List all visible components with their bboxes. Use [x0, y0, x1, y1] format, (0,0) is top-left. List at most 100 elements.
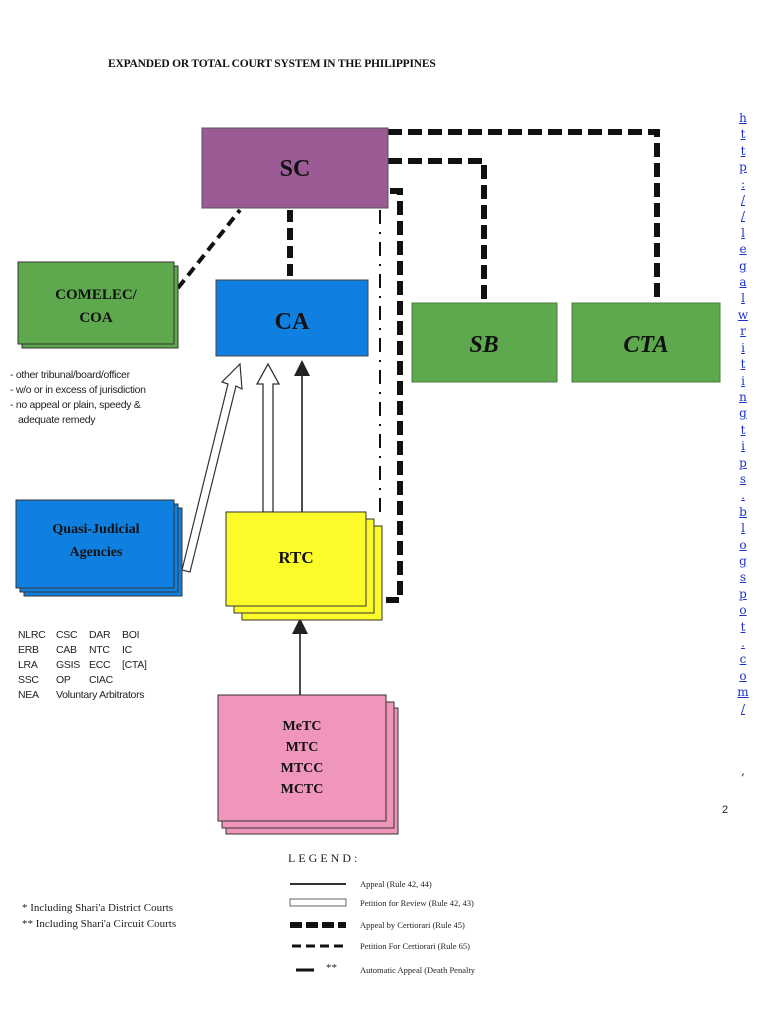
jurisdiction-note: - no appeal or plain, speedy &: [10, 399, 141, 411]
link-char[interactable]: t: [740, 422, 746, 437]
link-char[interactable]: o: [739, 603, 747, 618]
agency-row: ERB CAB NTC IC: [18, 643, 155, 658]
node-mtc-label-3: MTCC: [281, 761, 324, 776]
sc-cta-certiorari-line: [388, 129, 660, 303]
comelec-sc-petition-line: [176, 208, 242, 290]
link-char[interactable]: s: [739, 471, 747, 486]
agency-row: NLRC CSC DAR BOI: [18, 628, 155, 643]
link-char[interactable]: i: [741, 439, 745, 454]
link-char[interactable]: g: [739, 553, 747, 568]
agency-row: NEA Voluntary Arbitrators: [18, 688, 155, 703]
node-sb: SB: [411, 302, 558, 383]
link-char[interactable]: :: [740, 176, 746, 191]
legend-label: Appeal (Rule 42, 44): [360, 879, 432, 889]
link-char[interactable]: /: [740, 209, 746, 224]
footnotes: * Including Shari'a District Courts ** I…: [22, 900, 176, 932]
jurisdiction-note: - other tribunal/board/officer: [10, 369, 130, 381]
node-quasi-judicial: Quasi-Judicial Agencies: [15, 499, 183, 597]
link-char[interactable]: l: [741, 291, 745, 306]
link-char[interactable]: /: [740, 193, 746, 208]
agency-name: NEA: [18, 689, 39, 701]
link-char[interactable]: /: [740, 701, 746, 716]
link-char[interactable]: c: [739, 652, 747, 667]
link-char[interactable]: p: [739, 586, 747, 601]
link-char[interactable]: o: [739, 537, 747, 552]
jurisdiction-note: - w/o or in excess of jurisdiction: [10, 384, 146, 396]
jurisdiction-notes: - other tribunal/board/officer - w/o or …: [10, 368, 210, 428]
node-sb-label: SB: [469, 332, 498, 358]
link-char[interactable]: e: [739, 242, 747, 257]
agency-row: LRA GSIS ECC [CTA]: [18, 658, 155, 673]
legend-title: LEGEND:: [288, 851, 361, 865]
link-char[interactable]: .: [741, 488, 745, 503]
footnote: ** Including Shari'a Circuit Courts: [22, 918, 177, 930]
node-sc-label: SC: [280, 156, 311, 182]
sc-rtc-certiorari-line: [386, 188, 403, 603]
node-rtc-label: RTC: [278, 548, 313, 567]
link-char[interactable]: o: [739, 668, 747, 683]
link-char[interactable]: t: [740, 357, 746, 372]
agency-name: ECC: [89, 659, 111, 671]
link-char[interactable]: l: [741, 521, 745, 536]
agency-list: NLRC CSC DAR BOI ERB CAB NTC IC LRA GSIS…: [18, 628, 155, 703]
quasi-ca-review-arrow: [181, 362, 243, 573]
link-char[interactable]: h: [739, 111, 747, 125]
node-mtc: MeTC MTC MTCC MCTC: [217, 694, 399, 835]
agency-name: ERB: [18, 644, 39, 656]
page-number: 2: [722, 804, 729, 816]
node-ca: CA: [215, 279, 369, 357]
link-char[interactable]: p: [739, 160, 747, 175]
legend-samples: [289, 883, 347, 972]
link-char[interactable]: t: [740, 619, 746, 634]
link-char[interactable]: m: [737, 685, 749, 700]
legend-label: Appeal by Certiorari (Rule 45): [360, 920, 465, 930]
agency-name: LRA: [18, 659, 38, 671]
link-char[interactable]: l: [741, 225, 745, 240]
node-mtc-label-2: MTC: [286, 740, 319, 755]
link-char[interactable]: .: [741, 636, 745, 650]
link-char[interactable]: s: [739, 570, 747, 585]
agency-name: [CTA]: [122, 659, 147, 671]
link-char[interactable]: n: [739, 389, 747, 404]
vertical-link-tail: ,: [741, 764, 745, 778]
agency-name: BOI: [122, 629, 140, 641]
node-mtc-label-1: MeTC: [283, 719, 322, 734]
footnote: * Including Shari'a District Courts: [22, 902, 174, 914]
legend-label: Automatic Appeal (Death Penalty: [360, 965, 475, 975]
node-comelec-coa: COMELEC/ COA: [17, 261, 179, 349]
legend-label: Petition For Certiorari (Rule 65): [360, 941, 471, 951]
agency-name: NTC: [89, 644, 110, 656]
node-rtc: RTC: [225, 511, 383, 621]
agency-name: CIAC: [89, 674, 113, 686]
sc-sb-certiorari-line: [388, 158, 487, 303]
link-char[interactable]: b: [739, 504, 747, 519]
legend-label: Petition for Review (Rule 42, 43): [360, 898, 474, 908]
node-cta: CTA: [571, 302, 721, 383]
link-char[interactable]: g: [739, 258, 747, 273]
agency-name: GSIS: [56, 659, 80, 671]
legend-review-sample: [289, 898, 347, 907]
node-quasi-label-1: Quasi-Judicial: [52, 522, 139, 537]
node-cta-label: CTA: [623, 332, 668, 358]
link-char[interactable]: t: [740, 127, 746, 142]
rtc-ca-review-arrow: [255, 362, 281, 513]
page-title: EXPANDED OR TOTAL COURT SYSTEM IN THE PH…: [108, 58, 436, 70]
agency-name: CSC: [56, 629, 78, 641]
link-char[interactable]: p: [739, 455, 747, 470]
link-char[interactable]: w: [737, 307, 749, 322]
node-quasi-label-2: Agencies: [70, 545, 123, 560]
link-char[interactable]: i: [741, 373, 745, 388]
node-comelec-label-1: COMELEC/: [55, 287, 138, 303]
link-char[interactable]: r: [740, 324, 746, 339]
link-char[interactable]: g: [739, 406, 747, 421]
link-char[interactable]: i: [741, 340, 745, 355]
link-char[interactable]: t: [740, 143, 746, 158]
agency-row: SSC OP CIAC: [18, 673, 155, 688]
agency-name: OP: [56, 674, 71, 686]
agency-name: DAR: [89, 629, 111, 641]
jurisdiction-note: adequate remedy: [18, 414, 96, 426]
link-char[interactable]: a: [739, 275, 747, 290]
